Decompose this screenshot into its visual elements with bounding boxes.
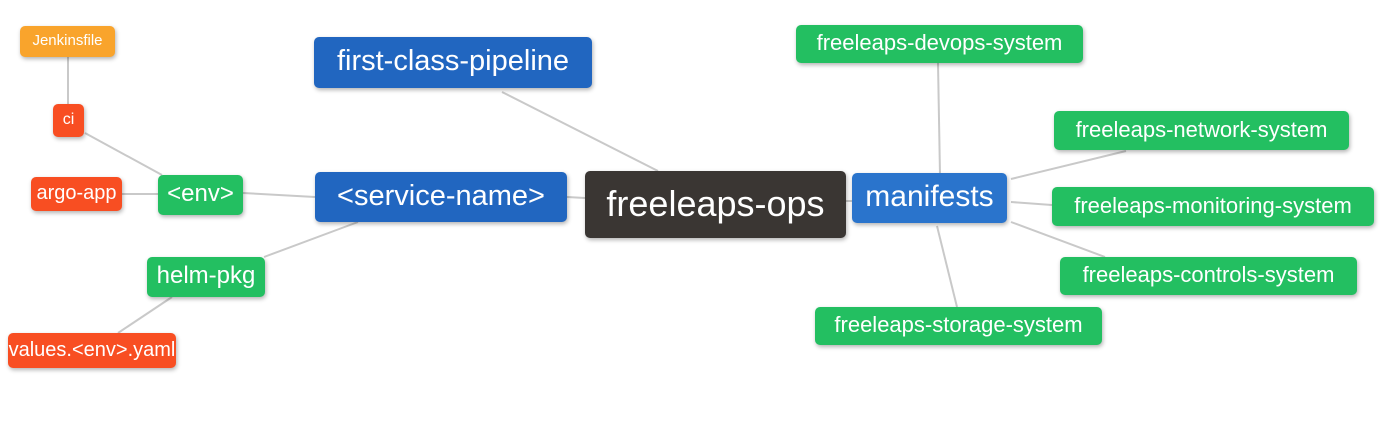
edge-ci-to-env [84, 132, 163, 176]
edge-manifests-to-storage-system [936, 225, 958, 308]
node-service-name-label: <service-name> [337, 179, 545, 212]
node-manifests[interactable]: manifests [852, 173, 1007, 223]
node-first-class-pipeline[interactable]: first-class-pipeline [314, 37, 592, 88]
node-jenkinsfile[interactable]: Jenkinsfile [20, 26, 115, 57]
edge-first-class-pipeline-to-freeleaps-ops [501, 91, 659, 172]
node-monitoring-system[interactable]: freeleaps-monitoring-system [1052, 187, 1374, 226]
edge-service-name-to-helm-pkg [263, 221, 359, 258]
node-values-env-yaml-label: values.<env>.yaml [8, 338, 176, 361]
node-devops-system-label: freeleaps-devops-system [816, 30, 1063, 55]
node-argo-app[interactable]: argo-app [31, 177, 122, 211]
node-values-env-yaml[interactable]: values.<env>.yaml [8, 333, 176, 368]
node-controls-system[interactable]: freeleaps-controls-system [1060, 257, 1357, 295]
node-devops-system[interactable]: freeleaps-devops-system [796, 25, 1083, 63]
node-freeleaps-ops-root[interactable]: freeleaps-ops [585, 171, 846, 238]
node-argo-app-label: argo-app [36, 182, 117, 204]
edge-env-to-service-name [242, 192, 316, 198]
edge-manifests-to-controls-system [1010, 221, 1106, 258]
edge-helm-pkg-to-values-env-yaml [117, 296, 173, 334]
node-freeleaps-ops-label: freeleaps-ops [606, 182, 825, 224]
node-network-system[interactable]: freeleaps-network-system [1054, 111, 1349, 150]
node-network-system-label: freeleaps-network-system [1075, 116, 1328, 142]
node-env-label: <env> [167, 180, 234, 207]
node-first-class-pipeline-label: first-class-pipeline [336, 45, 570, 77]
edge-manifests-to-monitoring-system [1010, 201, 1053, 206]
node-manifests-label: manifests [865, 180, 994, 213]
node-helm-pkg[interactable]: helm-pkg [147, 257, 265, 297]
node-service-name[interactable]: <service-name> [315, 172, 567, 222]
node-storage-system-label: freeleaps-storage-system [834, 312, 1083, 337]
edge-service-name-to-freeleaps-ops [566, 196, 586, 199]
node-env[interactable]: <env> [158, 175, 243, 215]
node-monitoring-system-label: freeleaps-monitoring-system [1074, 192, 1352, 218]
node-ci-label: ci [62, 110, 75, 128]
node-controls-system-label: freeleaps-controls-system [1082, 262, 1335, 287]
node-ci[interactable]: ci [53, 104, 84, 137]
node-jenkinsfile-label: Jenkinsfile [32, 32, 103, 49]
edge-manifests-to-network-system [1010, 150, 1127, 180]
node-storage-system[interactable]: freeleaps-storage-system [815, 307, 1102, 345]
node-helm-pkg-label: helm-pkg [156, 262, 256, 289]
edge-manifests-to-devops-system [937, 62, 941, 176]
